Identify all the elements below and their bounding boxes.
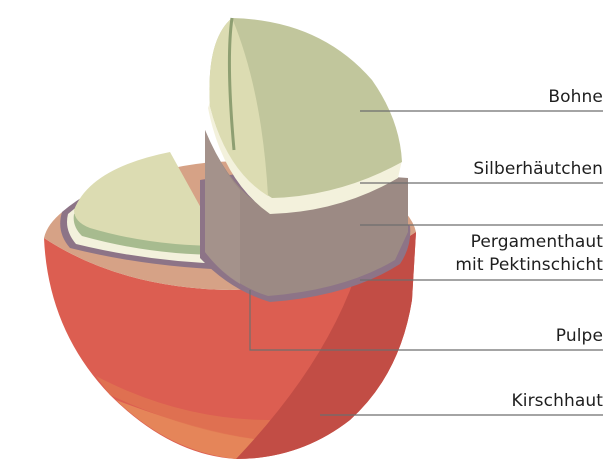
- label-bohne: Bohne: [548, 87, 603, 107]
- label-pektinschicht: mit Pektinschicht: [455, 255, 603, 275]
- label-pulpe: Pulpe: [555, 326, 603, 346]
- label-silberhaeutchen: Silberhäutchen: [473, 159, 603, 179]
- label-kirschhaut: Kirschhaut: [511, 391, 603, 411]
- label-pergamenthaut: Pergamenthaut: [470, 232, 603, 252]
- parchment-layer: [205, 130, 408, 296]
- bean-right: [209, 17, 402, 198]
- leader-line-pulpe: [249, 290, 603, 351]
- leader-lines: [249, 110, 603, 416]
- bean-left: [74, 152, 222, 246]
